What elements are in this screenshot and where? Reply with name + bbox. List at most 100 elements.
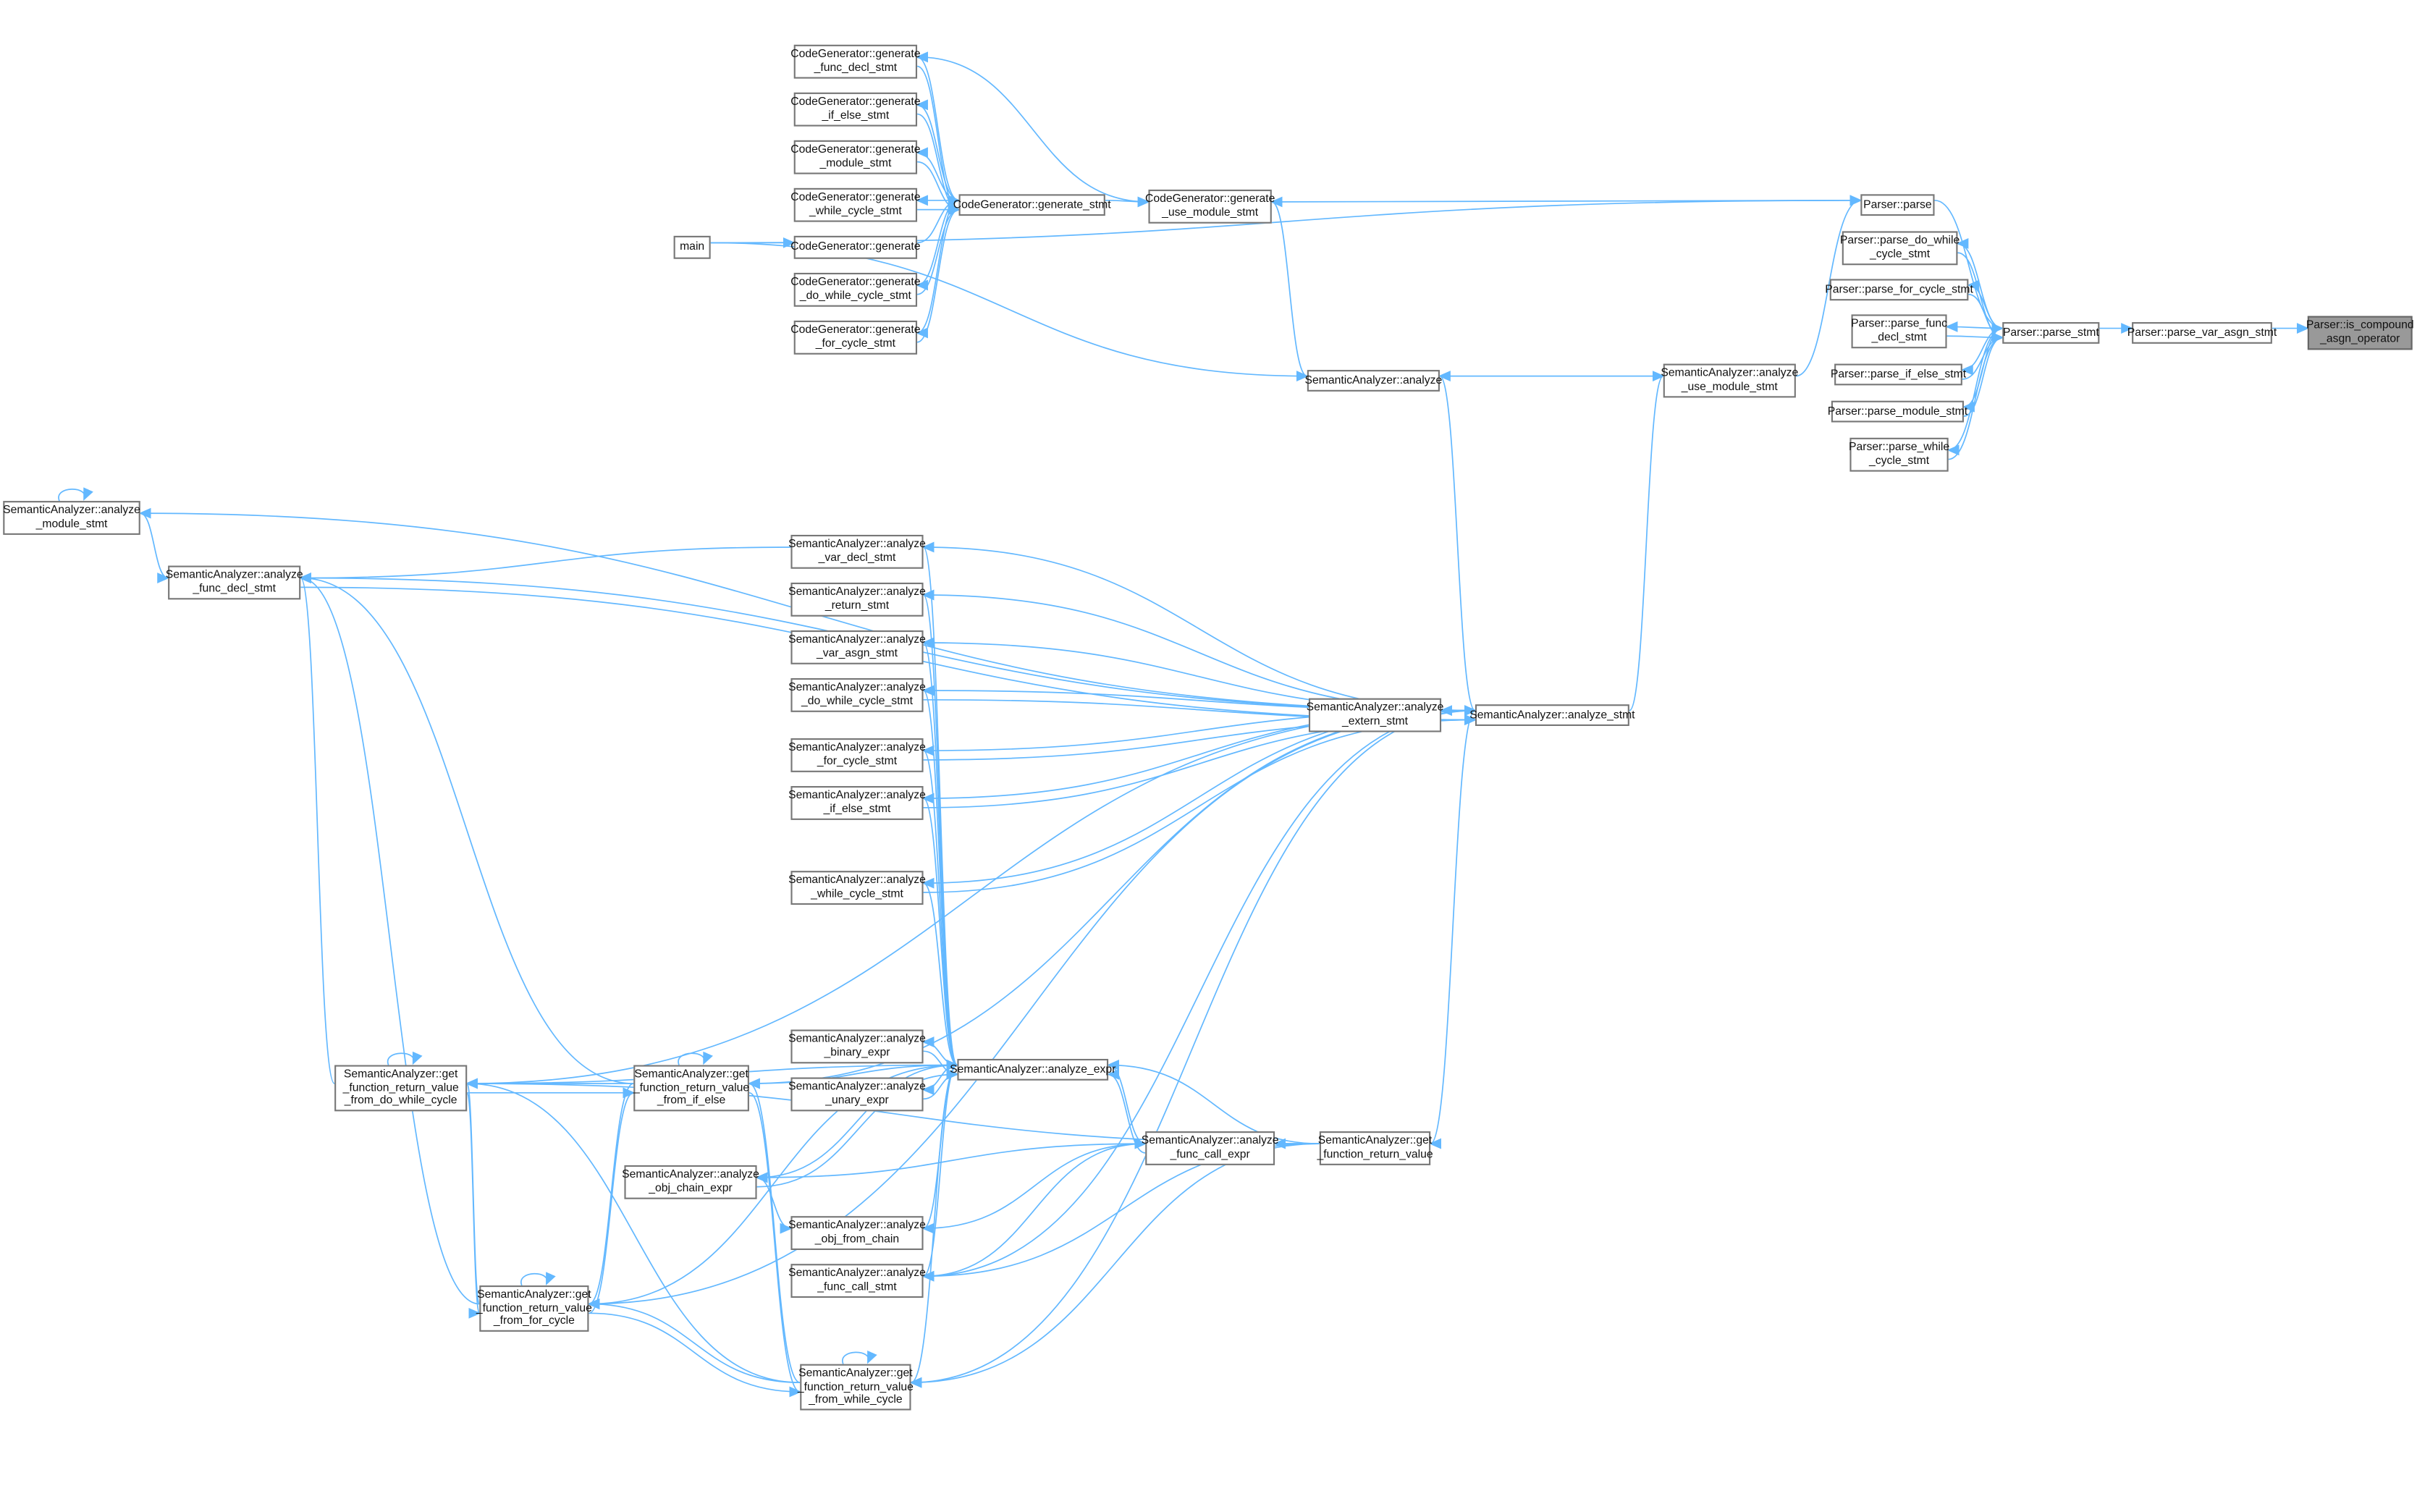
edge-main-to-sa_analyze	[710, 242, 1309, 382]
node-parser-parse-stmt[interactable]: Parser::parse_stmt	[2002, 322, 2100, 344]
node-sa-analyze-expr[interactable]: SemanticAnalyzer::analyze_expr	[950, 1058, 1115, 1081]
edge-sa_gf_for-to-sa_func_decl	[299, 573, 480, 1305]
edge-sa_stmt-to-sa_func_call_stmt	[921, 709, 1475, 1282]
node-parser-parse-var-asgn-stmt[interactable]: Parser::parse_var_asgn_stmt	[2127, 322, 2277, 344]
node-sa-analyze-do-while-cycle-stmt[interactable]: SemanticAnalyzer::analyze _do_while_cycl…	[788, 677, 926, 712]
edge-sa_gf_while-to-sa_stmt	[911, 705, 1477, 1384]
edge-sa_use_module-to-p_parse	[1795, 195, 1863, 377]
node-parser-parse[interactable]: Parser::parse	[1860, 194, 1935, 216]
edge-sa_analyze-to-sa_stmt	[1439, 375, 1477, 716]
node-sa-analyze-if-else-stmt[interactable]: SemanticAnalyzer::analyze _if_else_stmt	[788, 786, 926, 820]
node-cg-generate-use-module-stmt[interactable]: CodeGenerator::generate _use_module_stmt	[1145, 189, 1275, 224]
node-main[interactable]: main	[673, 235, 711, 259]
node-parser-parse-if-else-stmt[interactable]: Parser::parse_if_else_stmt	[1831, 363, 1966, 386]
edge-sa_module-to-sa_func_decl	[140, 512, 170, 583]
edge-sa_gf_while-to-sa_gf_do_while	[465, 1078, 801, 1384]
edge-p_parse-to-p_stmt	[1934, 199, 2004, 334]
edge-sa_stmt-to-sa_use_module	[1629, 371, 1665, 711]
edge-cg_stmt-to-cg_func_decl	[915, 51, 959, 201]
node-sa-analyze-func-call-stmt[interactable]: SemanticAnalyzer::analyze _func_call_stm…	[788, 1264, 926, 1298]
node-sa-analyze-obj-from-chain[interactable]: SemanticAnalyzer::analyze _obj_from_chai…	[788, 1216, 926, 1251]
edge-sa_while-to-sa_expr	[923, 882, 959, 1070]
node-sa-analyze-use-module-stmt[interactable]: SemanticAnalyzer::analyze _use_module_st…	[1661, 363, 1798, 398]
node-parser-parse-for-cycle-stmt[interactable]: Parser::parse_for_cycle_stmt	[1825, 279, 1973, 301]
edge-cg_stmt-to-cg_do_while	[915, 199, 959, 291]
edge-sa_obj_chain-to-sa_obj_from_chain	[756, 1177, 793, 1234]
node-sa-analyze-while-cycle-stmt[interactable]: SemanticAnalyzer::analyze _while_cycle_s…	[788, 871, 926, 905]
edge-sa_gf-to-sa_gf_while	[909, 1143, 1320, 1388]
node-parser-parse-while-cycle-stmt[interactable]: Parser::parse_while _cycle_stmt	[1849, 437, 1949, 472]
node-sa-get-function-return-value-from-while-cycle[interactable]: SemanticAnalyzer::get _function_return_v…	[798, 1364, 914, 1411]
edge-sa_func_call_stmt-to-sa_func_call_expr	[923, 1138, 1147, 1277]
edge-sa_gf_while-to-sa_gf_if_else	[747, 1078, 801, 1384]
node-cg-generate-for-cycle-stmt[interactable]: CodeGenerator::generate _for_cycle_stmt	[790, 320, 921, 355]
edge-sa_var_decl-to-sa_func_decl	[299, 546, 791, 584]
edge-cg_use_module-to-cg_func_decl	[915, 51, 1149, 203]
edge-cg_stmt-to-cg_if_else	[915, 99, 959, 201]
edge-sa_gf_for-to-sa_gf_if_else	[589, 1087, 636, 1314]
edge-p_while-to-p_stmt	[1948, 331, 2004, 460]
node-cg-generate-func-decl-stmt[interactable]: CodeGenerator::generate _func_decl_stmt	[790, 44, 921, 79]
edge-sa_gf_while-to-sa_gf_while	[842, 1350, 877, 1364]
edge-p_stmt-to-p_func_decl	[1945, 321, 2003, 332]
node-sa-analyze-for-cycle-stmt[interactable]: SemanticAnalyzer::analyze _for_cycle_stm…	[788, 738, 926, 772]
node-parser-is-compound-asgn-operator[interactable]: Parser::is_compound _asgn_operator	[2306, 316, 2414, 350]
node-sa-analyze-unary-expr[interactable]: SemanticAnalyzer::analyze _unary_expr	[788, 1077, 926, 1112]
edge-sa_func_call_expr-to-sa_expr	[1106, 1068, 1146, 1154]
node-sa-get-function-return-value-from-for-cycle[interactable]: SemanticAnalyzer::get _function_return_v…	[476, 1285, 592, 1332]
edge-sa_gf_for-to-sa_gf_for	[520, 1272, 556, 1286]
edge-sa_stmt-to-sa_while	[921, 709, 1475, 889]
edge-sa_gf_for-to-sa_stmt	[589, 705, 1477, 1305]
edge-sa_expr-to-sa_gf_if_else	[747, 1064, 958, 1089]
edge-sa_module-to-sa_module	[58, 487, 93, 502]
edge-cg_for-to-cg_stmt	[916, 204, 961, 343]
node-sa-get-function-return-value[interactable]: SemanticAnalyzer::get _function_return_v…	[1317, 1131, 1433, 1165]
node-cg-generate-while-cycle-stmt[interactable]: CodeGenerator::generate _while_cycle_stm…	[790, 187, 921, 222]
edge-p_stmt-to-p_for	[1967, 279, 2003, 329]
edge-sa_func_call_expr-to-sa_obj_chain	[755, 1143, 1146, 1183]
edge-sa_func_call_stmt-to-sa_expr	[923, 1060, 959, 1277]
node-sa-analyze-func-decl-stmt[interactable]: SemanticAnalyzer::analyze _func_decl_stm…	[166, 565, 303, 600]
edge-p_func_decl-to-p_stmt	[1946, 331, 2004, 343]
node-parser-parse-module-stmt[interactable]: Parser::parse_module_stmt	[1828, 400, 1967, 423]
node-sa-analyze-var-asgn-stmt[interactable]: SemanticAnalyzer::analyze _var_asgn_stmt	[788, 630, 926, 664]
node-parser-parse-func-decl-stmt[interactable]: Parser::parse_func _decl_stmt	[1851, 314, 1947, 349]
edge-cg_stmt-to-cg_module	[915, 147, 959, 201]
node-sa-analyze-extern-stmt[interactable]: SemanticAnalyzer::analyze _extern_stmt	[1307, 698, 1443, 732]
node-parser-parse-do-while-cycle-stmt[interactable]: Parser::parse_do_while _cycle_stmt	[1840, 231, 1960, 266]
node-sa-analyze[interactable]: SemanticAnalyzer::analyze	[1304, 370, 1442, 392]
node-sa-get-function-return-value-from-do-while-cycle[interactable]: SemanticAnalyzer::get _function_return_v…	[334, 1065, 468, 1112]
edge-sa_analyze-to-cg_use_module	[1270, 196, 1308, 377]
node-sa-analyze-obj-chain-expr[interactable]: SemanticAnalyzer::analyze _obj_chain_exp…	[622, 1165, 759, 1199]
node-cg-generate[interactable]: CodeGenerator::generate	[790, 235, 921, 259]
edge-sa_gf_do_while-to-sa_stmt	[467, 705, 1477, 1084]
edge-p_stmt-to-p_while	[1946, 327, 2003, 456]
edge-sa_gf-to-sa_expr	[1106, 1060, 1320, 1144]
node-cg-generate-if-else-stmt[interactable]: CodeGenerator::generate _if_else_stmt	[790, 92, 921, 127]
edge-cg_generate-to-cg_stmt	[916, 195, 961, 244]
edge-sa_gf_if_else-to-sa_gf_while	[748, 1091, 802, 1398]
edge-sa_gf_if_else-to-sa_gf_if_else	[678, 1051, 713, 1065]
node-cg-generate-module-stmt[interactable]: CodeGenerator::generate _module_stmt	[790, 140, 921, 174]
node-sa-analyze-module-stmt[interactable]: SemanticAnalyzer::analyze _module_stmt	[3, 501, 140, 535]
edge-sa_func_call_expr-to-sa_obj_from_chain	[921, 1143, 1146, 1234]
node-cg-generate-do-while-cycle-stmt[interactable]: CodeGenerator::generate _do_while_cycle_…	[790, 272, 921, 307]
edge-sa_while-to-sa_stmt	[923, 714, 1477, 893]
node-sa-analyze-stmt[interactable]: SemanticAnalyzer::analyze_stmt	[1469, 704, 1635, 726]
edge-sa_gf_do_while-to-sa_gf_do_while	[387, 1051, 423, 1065]
node-sa-analyze-var-decl-stmt[interactable]: SemanticAnalyzer::analyze _var_decl_stmt	[788, 534, 926, 569]
node-sa-analyze-func-call-expr[interactable]: SemanticAnalyzer::analyze _func_call_exp…	[1142, 1131, 1279, 1165]
edge-sa_do_while-to-sa_expr	[922, 690, 959, 1070]
edge-sa_expr-to-sa_gf_while	[909, 1064, 958, 1388]
edge-sa_gf_for-to-sa_gf_while	[589, 1312, 802, 1398]
node-sa-get-function-return-value-from-if-else[interactable]: SemanticAnalyzer::get _function_return_v…	[633, 1065, 749, 1112]
edge-main-to-p_parse	[710, 195, 1863, 244]
node-sa-analyze-binary-expr[interactable]: SemanticAnalyzer::analyze _binary_expr	[788, 1029, 926, 1064]
edge-cg_func_decl-to-cg_stmt	[916, 65, 961, 215]
node-cg-generate-stmt[interactable]: CodeGenerator::generate_stmt	[953, 194, 1111, 216]
node-sa-analyze-return-stmt[interactable]: SemanticAnalyzer::analyze _return_stmt	[788, 582, 926, 617]
edge-sa_stmt-to-sa_gf	[1429, 709, 1476, 1149]
edge-sa_gf_do_while-to-sa_func_decl	[299, 573, 335, 1084]
